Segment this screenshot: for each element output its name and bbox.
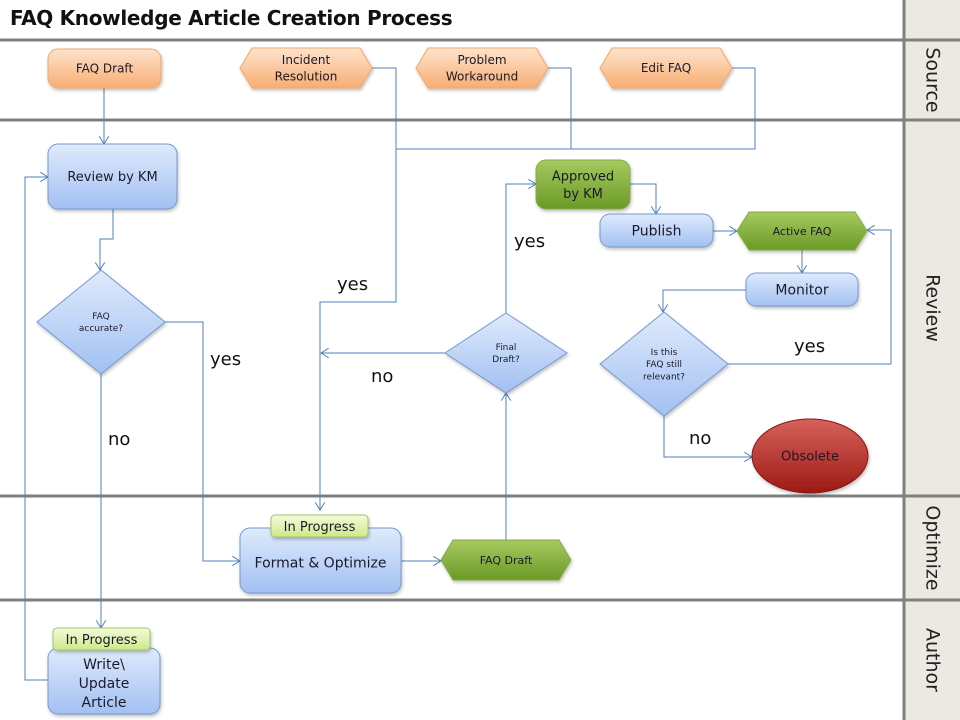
node-label: Active FAQ [773,225,832,238]
node-shape [47,48,162,89]
connector-line [24,176,48,681]
node-label: FAQ Draft [480,554,533,567]
arrowhead-icon [314,502,326,511]
node-shape [440,539,572,581]
connector-line [99,209,114,270]
node-shape [239,47,373,89]
status-badge: In Progress [270,514,369,538]
edge-label-yes: yes [210,349,241,370]
lane-label-source: Source [922,47,944,112]
diagram-title: FAQ Knowledge Article Creation Process [10,6,453,30]
connector-faq-draft-optimize-to-final-draft [500,392,512,540]
edge-label-yes: yes [337,274,368,295]
node-shape [751,418,869,494]
connector-line [571,67,756,150]
node-label: Obsolete [781,450,839,465]
connector-line [396,67,572,150]
connector-review-by-km-to-faq-accurate [94,209,114,271]
connector-line [319,67,397,510]
arrowhead-icon [657,304,669,313]
edge-label-yes: yes [794,336,825,357]
connector-final-draft-to-format-optimize [320,347,445,359]
status-badge: In Progress [52,627,151,651]
edge-label-no: no [108,429,130,450]
arrowhead-icon [320,347,329,359]
connector-format-optimize-to-faq-draft-optimize [401,555,442,567]
node-faq-draft-source[interactable]: FAQ Draft [47,48,162,89]
node-shape [36,269,166,375]
edge-label-yes: yes [514,231,545,252]
connector-write-update-to-review-by-km [24,171,49,681]
connector-line [728,229,892,365]
badge-shape [52,627,151,651]
connector-problem-workaround-to-format-optimize [396,67,572,150]
node-shape [535,159,631,210]
arrowhead-icon [433,555,442,567]
node-active-faq[interactable]: Active FAQ [736,211,868,251]
node-shape [415,47,549,89]
node-shape [736,211,868,251]
node-shape [444,312,568,394]
connector-line [662,289,746,312]
connector-line [165,321,240,562]
connector-line [663,416,752,458]
node-shape [599,311,729,417]
node-shape [745,272,859,307]
node-shape [599,213,714,248]
arrowhead-icon [866,224,875,236]
edge-label-no: no [371,366,393,387]
connector-faq-draft-source-to-review-by-km [98,88,110,145]
badge-label: In Progress [66,633,138,648]
node-publish[interactable]: Publish [599,213,714,248]
connector-line [505,183,536,313]
connector-incident-resolution-to-format-optimize [314,67,397,511]
connector-line [630,183,657,214]
connector-active-faq-to-monitor [796,250,808,274]
node-label: Edit FAQ [641,61,691,75]
connector-faq-accurate-to-write-update [95,374,107,629]
node-label: Monitor [775,282,828,298]
node-label: Publish [632,223,682,239]
badge-shape [270,514,369,538]
node-review-by-km[interactable]: Review by KM [47,143,178,210]
connector-edit-faq-to-format-optimize [571,67,756,150]
lane-label-optimize: Optimize [922,505,944,590]
connector-still-relevant-to-active-faq [728,224,892,365]
node-monitor[interactable]: Monitor [745,272,859,307]
node-obsolete[interactable]: Obsolete [751,418,869,494]
node-shape [47,143,178,210]
edge-label-no: no [689,428,711,449]
connector-monitor-to-still-relevant [657,289,746,313]
connector-approved-by-km-to-publish [630,183,662,215]
badge-label: In Progress [284,520,356,535]
lane-label-review: Review [922,274,944,342]
node-edit-faq[interactable]: Edit FAQ [599,47,733,89]
node-shape [599,47,733,89]
node-format-optimize[interactable]: Format & Optimize In Progress [239,514,402,594]
connector-publish-to-active-faq [713,225,738,237]
node-label: FAQ Draft [76,62,134,76]
node-label: Format & Optimize [255,555,387,571]
node-label: Review by KM [67,170,157,185]
arrowhead-icon [94,262,106,271]
lane-label-author: Author [922,628,944,692]
node-faq-draft-optimize[interactable]: FAQ Draft [440,539,572,581]
